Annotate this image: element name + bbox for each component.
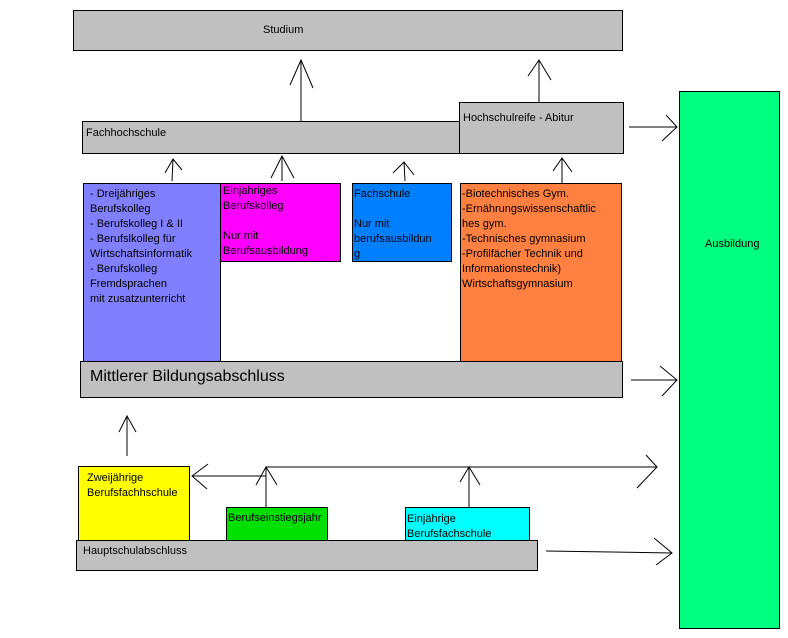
fachschule-line: berufsausbildun: [354, 233, 432, 245]
node-berufskolleg-list: - Dreijähriges Berufskolleg - Berufskoll…: [83, 183, 221, 363]
gymnasien-line: -Technisches gymnasium: [462, 233, 586, 245]
gymnasien-line: -Profilfächer Technik und: [462, 248, 583, 260]
berufskolleg-line: mit zusatzunterricht: [90, 293, 186, 305]
berufskolleg-line: - Berufslkolleg für: [90, 233, 176, 245]
node-gymnasien: -Biotechnisches Gym. -Ernährungswissensc…: [460, 183, 622, 363]
arrow-einjaehrige-bfs-up: [459, 466, 481, 507]
berufskolleg-line: Berufskolleg: [90, 203, 151, 215]
node-hochschulreife: Hochschulreife - Abitur: [459, 102, 624, 154]
einjaehriges-berufskolleg-line: Nur mit: [223, 230, 259, 242]
arrow-hauptschul-to-ausbildung: [545, 537, 673, 566]
node-mittlerer-bildungsabschluss: Mittlerer Bildungsabschluss: [80, 361, 623, 398]
gymnasien-line: -Ernährungswissenschaftlic: [462, 203, 596, 215]
berufskolleg-line: - Berufskolleg: [90, 263, 158, 275]
arrow-berufseinstiegsjahr-to-ausbildung: [255, 454, 658, 507]
node-studium-label: Studium: [263, 24, 304, 36]
node-fachschule: Fachschule Nur mit berufsausbildun g: [352, 183, 452, 262]
node-hauptschul-label: Hauptschulabschluss: [83, 545, 187, 557]
gymnasien-line: -Biotechnisches Gym.: [462, 188, 569, 200]
fachschule-line: g: [354, 248, 361, 260]
zweijaehrige-line: Berufsfachhschule: [87, 487, 178, 499]
berufskolleg-line: Fremdsprachen: [90, 278, 168, 290]
arrow-hochschulreife-to-studium: [527, 59, 552, 102]
node-hochschulreife-label: Hochschulreife - Abitur: [463, 112, 574, 124]
arrow-zweijaehrige-to-mittlerer: [118, 414, 137, 456]
einjaehriges-berufskolleg-line: [223, 214, 340, 229]
node-einjaehrige-berufsfachschule: Einjährige Berufsfachschule: [405, 507, 530, 542]
node-studium: Studium: [73, 10, 623, 51]
arrow-berufseinstiegsjahr-to-zweijaehrige: [191, 463, 266, 490]
node-mittlerer-label: Mittlerer Bildungsabschluss: [90, 368, 285, 385]
berufskolleg-line: - Berufskolleg I & II: [90, 218, 183, 230]
arrow-fachschule-to-fachhochschule: [392, 161, 415, 182]
arrow-gymnasien-to-hochschulreife: [552, 157, 573, 183]
node-fachhochschule: Fachhochschule: [82, 121, 460, 154]
fachschule-line: Fachschule: [354, 188, 411, 200]
einjaehriges-berufskolleg-line: Berufskolleg: [223, 200, 284, 212]
einjaehrige-bfs-line: Einjährige: [407, 513, 456, 525]
node-fachhochschule-label: Fachhochschule: [86, 127, 167, 139]
node-berufseinstiegsjahr-label: Berufseinstiegsjahr: [228, 512, 322, 524]
arrow-berufskolleg-to-fachhochschule: [164, 158, 183, 182]
berufskolleg-line: Wirtschaftsinformatik: [90, 248, 193, 260]
node-hauptschulabschluss: Hauptschulabschluss: [76, 540, 538, 571]
einjaehrige-bfs-line: Berufsfachschule: [407, 528, 492, 540]
node-ausbildung-label: Ausbildung: [705, 238, 760, 250]
node-berufseinstiegsjahr: Berufseinstiegsjahr: [226, 507, 328, 542]
fachschule-line: [354, 202, 451, 217]
arrow-fachhochschule-to-studium: [289, 58, 314, 121]
berufskolleg-line: - Dreijähriges: [90, 188, 156, 200]
gymnasien-line: Informationstechnik): [462, 263, 562, 275]
node-einjaehriges-berufskolleg: Einjähriges Berufskolleg Nur mit Berufsa…: [220, 183, 341, 262]
arrow-mittlerer-to-ausbildung: [631, 365, 678, 397]
node-zweijaehrige-berufsfachschule: Zweijährige Berufsfachhschule: [78, 466, 190, 542]
arrow-hochschulreife-to-ausbildung: [629, 114, 678, 142]
fachschule-line: Nur mit: [354, 218, 390, 230]
gymnasien-line: hes gym.: [462, 218, 507, 230]
einjaehriges-berufskolleg-line: Einjähriges: [223, 185, 278, 197]
node-ausbildung: Ausbildung: [679, 91, 780, 629]
gymnasien-line: Wirtschaftsgymnasium: [462, 278, 573, 290]
zweijaehrige-line: Zweijährige: [87, 472, 144, 484]
einjaehriges-berufskolleg-line: Berufsausbildung: [223, 245, 309, 257]
arrow-einjaehriges-berufskolleg-to-fachhochschule: [270, 154, 295, 181]
